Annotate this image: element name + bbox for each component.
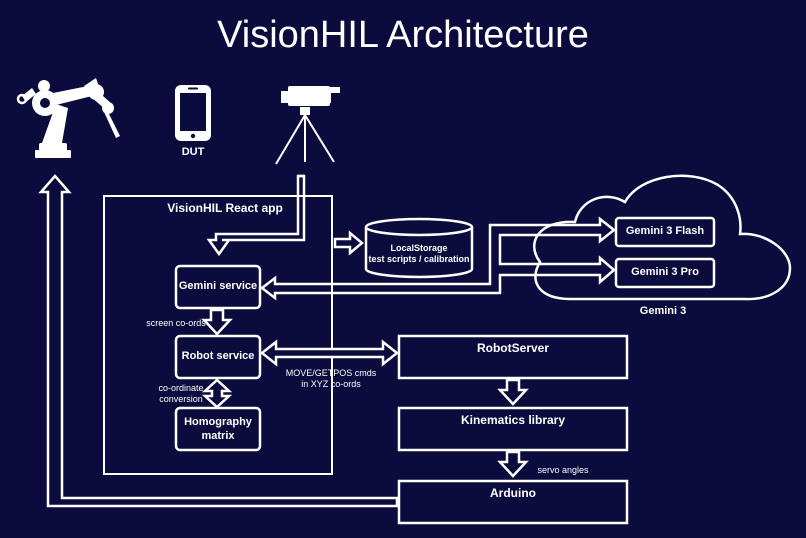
robot-service-label: Robot service (181, 350, 255, 362)
cloud-icon (533, 174, 792, 301)
smartphone-icon (175, 85, 211, 141)
react-app-label: VisionHIL React app (167, 201, 283, 215)
arduino-box (397, 479, 629, 525)
kinematics-label: Kinematics library (460, 413, 566, 427)
coord-conversion-label-1: co-ordinate (158, 383, 204, 393)
gemini-api-arrow (259, 216, 617, 301)
homography-label-1: Homography (184, 416, 252, 428)
storage-label-2: test scripts / calibration (368, 254, 470, 264)
storage-label-1: LocalStorage (390, 243, 448, 253)
servo-angles-label: servo angles (537, 465, 589, 475)
robot-service-box (174, 334, 262, 380)
gemini-flash-label: Gemini 3 Flash (625, 225, 705, 237)
robot-server-label: RobotServer (476, 341, 550, 355)
coord-conversion-label-2: conversion (159, 394, 203, 404)
gemini-cloud-label: Gemini 3 (639, 305, 687, 317)
move-cmds-label-1: MOVE/GETPOS cmds (285, 368, 377, 378)
dut-label: DUT (181, 146, 205, 158)
move-cmds-label-2: in XYZ co-ords (301, 379, 361, 389)
arduino-to-robot-arrow (38, 174, 399, 508)
arduino-label: Arduino (490, 486, 536, 500)
gemini-service-label: Gemini service (178, 280, 258, 292)
gemini-pro-box (614, 257, 716, 289)
robot-cmd-arrow (259, 339, 400, 367)
page-title: VisionHIL Architecture (217, 14, 589, 56)
homography-box (174, 406, 262, 452)
robot-arm-icon (16, 78, 120, 158)
camera-to-gemini-arrow (206, 174, 306, 257)
screen-coords-label: screen co-ords (146, 318, 206, 328)
gemini-pro-label: Gemini 3 Pro (631, 266, 699, 278)
camera-tripod-icon (275, 86, 340, 165)
homography-label-2: matrix (201, 430, 235, 442)
robot-server-box (397, 334, 629, 380)
storage-arrow (333, 230, 364, 256)
gemini-flash-box (614, 216, 716, 248)
database-icon (364, 217, 474, 279)
gemini-service-box (174, 264, 262, 310)
coord-conversion-arrow (201, 378, 233, 409)
react-app-container (103, 195, 333, 475)
kinematics-box (397, 406, 629, 452)
